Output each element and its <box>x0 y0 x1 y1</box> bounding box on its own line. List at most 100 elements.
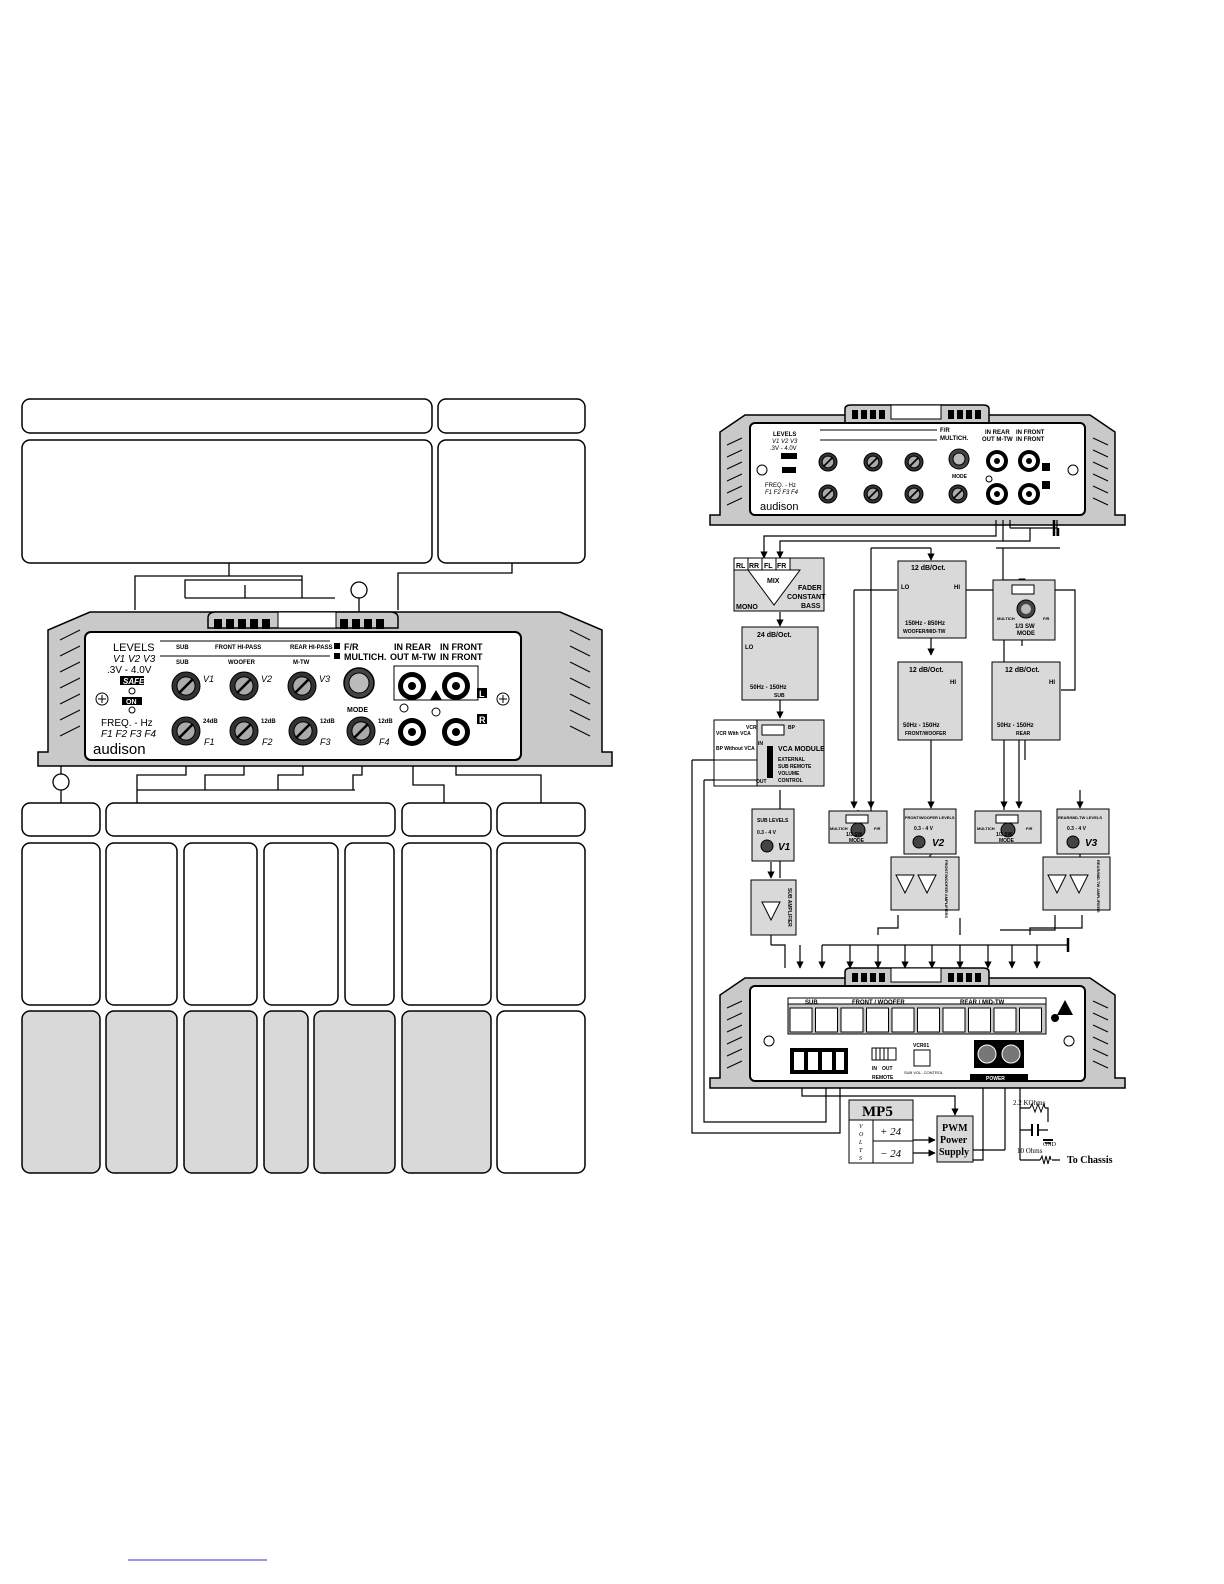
freq-knob-f1[interactable] <box>171 716 201 746</box>
sub-levels-v1: V1 <box>778 842 791 853</box>
freq-vars: F1 F2 F3 F4 <box>101 729 156 740</box>
knob-v2-label: V2 <box>261 674 272 684</box>
speaker-terminal <box>891 1007 915 1033</box>
svg-text:.3V - 4.0V: .3V - 4.0V <box>770 446 797 452</box>
speaker-terminal <box>968 1007 991 1033</box>
f3-filter-block <box>991 661 1061 741</box>
sub-amplifier-block <box>750 879 797 936</box>
svg-text:FREQ. - Hz: FREQ. - Hz <box>765 483 796 489</box>
rmt-levels-range: 0.3 - 4 V <box>1067 826 1087 832</box>
in-front-label-1: IN FRONT <box>440 642 483 652</box>
speaker-terminal <box>866 1007 889 1033</box>
mp5-volts-s: S <box>859 1156 862 1162</box>
fw-levels-block <box>903 808 957 855</box>
mode-top-fr: F/R <box>1043 616 1050 621</box>
mix-in-fr: FR <box>777 563 786 570</box>
mp5-plus24: + 24 <box>880 1126 902 1138</box>
mix-in-rl: RL <box>736 563 746 570</box>
bass-label: BASS <box>801 603 821 610</box>
mode-left-multich: MULTICH <box>830 826 848 831</box>
term-fw-label: FRONT / WOOFER <box>852 1000 905 1006</box>
levels-title: LEVELS <box>113 642 155 654</box>
vca-out: OUT <box>756 779 767 785</box>
speaker-terminal <box>993 1007 1017 1033</box>
sub-label-top: SUB <box>176 645 189 651</box>
l-label: L <box>479 689 485 699</box>
f2-slope: 12 dB/Oct. <box>909 667 944 674</box>
vca-in: IN <box>758 741 763 747</box>
constant-label: CONSTANT <box>787 594 826 601</box>
vca-vol: VOLUME <box>778 771 800 777</box>
f2-filter-block <box>897 661 963 741</box>
in-rear-label: IN REAR <box>394 642 432 652</box>
vca-with: VCR With VCA <box>716 731 751 737</box>
top-knob-v2[interactable] <box>863 452 883 472</box>
freq-knob-f3[interactable] <box>288 716 318 746</box>
vca-bp-label: BP <box>788 725 796 731</box>
rear-hipass-label: REAR HI-PASS <box>290 645 333 651</box>
level-knob-v1[interactable] <box>171 671 201 701</box>
top-knob-v1[interactable] <box>818 452 838 472</box>
filter-lines <box>160 640 330 657</box>
svg-text:IN FRONT: IN FRONT <box>1016 437 1045 443</box>
fader-label: FADER <box>798 585 822 592</box>
f1-range: 50Hz - 150Hz <box>750 685 787 691</box>
on-label: ON <box>126 699 137 706</box>
fw-levels-range: 0.3 - 4 V <box>914 826 934 832</box>
top-knob-v3[interactable] <box>904 452 924 472</box>
top-knob-f1[interactable] <box>818 484 838 504</box>
svg-text:IN FRONT: IN FRONT <box>1016 430 1045 436</box>
vca-ctrl: CONTROL <box>778 778 803 784</box>
f3-hi: HI <box>1049 680 1055 686</box>
speaker-terminal <box>840 1007 864 1033</box>
vcr01-label: VCR01 <box>913 1043 929 1049</box>
freq-knob-f2[interactable] <box>229 716 259 746</box>
mode-switch-top <box>992 579 1056 641</box>
mode-left-fr: F/R <box>874 826 881 831</box>
f3-range: 50Hz - 150Hz <box>997 723 1034 729</box>
mix-block <box>733 557 825 612</box>
top-knob-f2[interactable] <box>863 484 883 504</box>
level-knob-v3[interactable] <box>287 671 317 701</box>
svg-text:audison: audison <box>760 501 799 513</box>
freq-title: FREQ. - Hz <box>101 718 153 729</box>
mtw-label: M-TW <box>293 660 310 666</box>
level-knob-v2[interactable] <box>229 671 259 701</box>
mode-button[interactable] <box>343 667 375 699</box>
f1-slope: 24 dB/Oct. <box>757 632 792 639</box>
freq-knob-f4[interactable] <box>346 716 376 746</box>
out-mtw-label: OUT M-TW <box>390 652 436 662</box>
top-knob-f4[interactable] <box>948 484 968 504</box>
db-label-f2: 12dB <box>261 719 276 725</box>
mode-right-multich: MULTICH <box>977 826 995 831</box>
r-label: R <box>479 715 486 725</box>
f4-hi: HI <box>954 585 960 591</box>
db-label-f1: 24dB <box>203 719 218 725</box>
svg-text:LEVELS: LEVELS <box>773 432 796 438</box>
gnd-label: GND <box>1043 1142 1057 1148</box>
f2-hi: HI <box>950 680 956 686</box>
mp5-minus24: − 24 <box>880 1148 902 1160</box>
fr-indicator <box>334 643 340 649</box>
f4-sub: WOOFER/MID-TW <box>903 629 946 635</box>
f1-sub: SUB <box>774 693 785 699</box>
svg-text:MULTICH.: MULTICH. <box>940 436 969 442</box>
mono-label: MONO <box>736 604 758 611</box>
levels-vars: V1 V2 V3 <box>113 654 156 665</box>
pwm-2: Power <box>940 1135 968 1146</box>
rmt-levels-block <box>1056 808 1110 855</box>
vca-sub: SUB REMOTE <box>778 764 812 770</box>
fw-amplifier-block <box>890 856 960 911</box>
knob-f2-label: F2 <box>262 737 273 747</box>
in-front-label-2: IN FRONT <box>440 652 483 662</box>
mode-switch-right <box>974 810 1042 844</box>
top-knob-f3[interactable] <box>904 484 924 504</box>
multich-label: MULTICH. <box>344 652 386 662</box>
fr-label: F/R <box>344 642 359 652</box>
mp5-volts-l: L <box>858 1140 863 1146</box>
capacitor <box>1031 1124 1039 1136</box>
rmt-amp-label: REAR/MID-TW AMPLIFIERS <box>1096 860 1101 913</box>
mp5-title: MP5 <box>862 1104 893 1120</box>
panel-screw-icon <box>95 692 510 706</box>
pwm-1: PWM <box>942 1123 968 1134</box>
